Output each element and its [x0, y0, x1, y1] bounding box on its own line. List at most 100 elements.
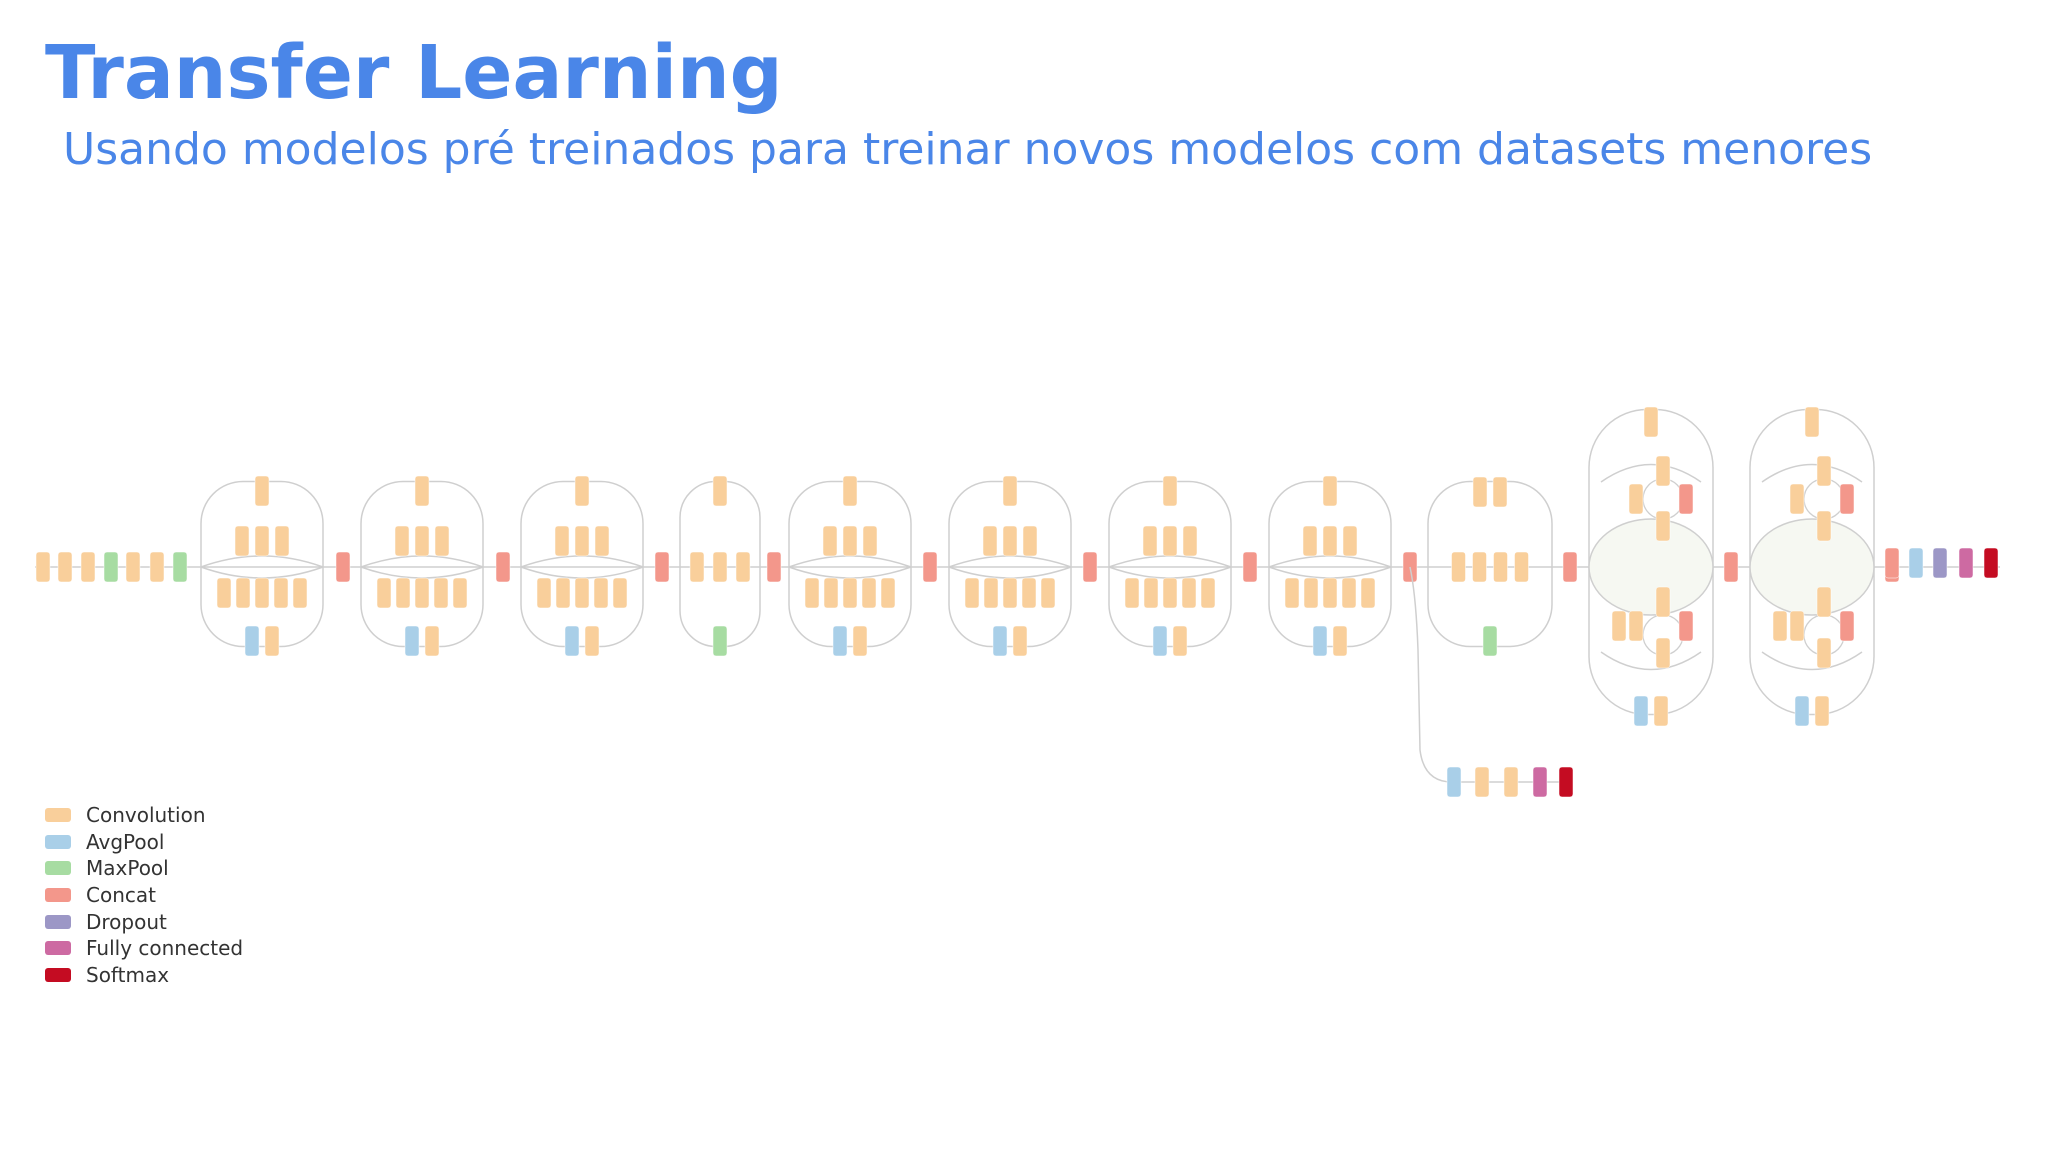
convolution-node [584, 625, 600, 657]
avgpool-node [832, 625, 848, 657]
convolution-node [1022, 525, 1038, 557]
convolution-node [983, 577, 999, 609]
convolution-node [292, 577, 308, 609]
convolution-node [862, 525, 878, 557]
convolution-node [842, 475, 858, 507]
convolution-node [1332, 625, 1348, 657]
softmax-node [1558, 766, 1574, 798]
convolution-node [80, 551, 96, 583]
module-outline [1427, 480, 1553, 648]
slide-subtitle: Usando modelos pré treinados para treina… [63, 124, 1873, 175]
avgpool-node [992, 625, 1008, 657]
convolution-node [35, 551, 51, 583]
maxpool-node [712, 625, 728, 657]
convolution-node [1493, 551, 1508, 583]
convolution-node [1772, 610, 1788, 642]
branch-curve [1600, 651, 1702, 671]
convolution-node [216, 577, 232, 609]
legend-item: Fully connected [45, 935, 243, 962]
legend-swatch [45, 808, 71, 823]
slide-title: Transfer Learning [45, 30, 783, 116]
convolution-node [1655, 510, 1671, 542]
merge-region [1749, 518, 1875, 616]
avgpool-node [1633, 695, 1649, 727]
concat-node [1562, 551, 1578, 583]
convolution-node [57, 551, 73, 583]
branch-curve [520, 555, 644, 568]
convolution-node [880, 577, 896, 609]
convolution-node [1816, 455, 1832, 487]
concat-node [1884, 547, 1900, 579]
convolution-node [1322, 525, 1338, 557]
avgpool-node [1312, 625, 1328, 657]
concat-node [335, 551, 351, 583]
convolution-node [982, 525, 998, 557]
concat-node [1678, 483, 1694, 515]
branch-curve [948, 555, 1072, 568]
convolution-node [823, 577, 839, 609]
concat-node [1839, 483, 1855, 515]
convolution-node [574, 577, 590, 609]
convolution-node [1474, 766, 1490, 798]
avgpool-node [1794, 695, 1810, 727]
convolution-node [555, 577, 571, 609]
convolution-node [274, 525, 290, 557]
convolution-node [1503, 766, 1519, 798]
branch-curve [1268, 566, 1392, 579]
convolution-node [1472, 476, 1488, 508]
convolution-node [1514, 551, 1529, 583]
convolution-node [1012, 625, 1028, 657]
convolution-node [1816, 510, 1832, 542]
legend-swatch [45, 834, 71, 849]
convolution-node [452, 577, 468, 609]
legend-swatch [45, 914, 71, 929]
avgpool-node [404, 625, 420, 657]
convolution-node [1322, 577, 1338, 609]
branch-curve [948, 566, 1072, 579]
legend-label: Dropout [86, 909, 167, 934]
convolution-node [1643, 406, 1659, 438]
branch-curve [1761, 651, 1863, 671]
legend-item: Convolution [45, 802, 243, 829]
convolution-node [1181, 577, 1197, 609]
convolution-node [1789, 610, 1805, 642]
fully-connected-node [1532, 766, 1548, 798]
aux-connector [1409, 566, 1572, 783]
branch-curve [1108, 555, 1232, 568]
convolution-node [1816, 637, 1832, 669]
convolution-node [1124, 577, 1140, 609]
convolution-node [1172, 625, 1188, 657]
branch-curve [1108, 566, 1232, 579]
convolution-node [822, 525, 838, 557]
convolution-node [735, 551, 751, 583]
branch-curve [1268, 555, 1392, 568]
branch-curve [788, 566, 912, 579]
convolution-node [1302, 525, 1318, 557]
concat-node [1723, 551, 1739, 583]
convolution-node [1814, 695, 1830, 727]
convolution-node [1342, 525, 1358, 557]
convolution-node [574, 475, 590, 507]
legend-item: Concat [45, 882, 243, 909]
convolution-node [414, 525, 430, 557]
convolution-node [964, 577, 980, 609]
convolution-node [394, 525, 410, 557]
convolution-node [1611, 610, 1627, 642]
legend-item: Softmax [45, 962, 243, 989]
maxpool-node [103, 551, 119, 583]
convolution-node [1142, 525, 1158, 557]
convolution-node [536, 577, 552, 609]
convolution-node [1303, 577, 1319, 609]
convolution-node [1804, 406, 1820, 438]
branch-curve [1761, 463, 1863, 483]
convolution-node [376, 577, 392, 609]
legend-swatch [45, 941, 71, 956]
avgpool-node [244, 625, 260, 657]
convolution-node [1162, 475, 1178, 507]
convolution-node [852, 625, 868, 657]
legend-item: AvgPool [45, 829, 243, 856]
convolution-node [1472, 551, 1487, 583]
convolution-node [1628, 483, 1644, 515]
convolution-node [1284, 577, 1300, 609]
